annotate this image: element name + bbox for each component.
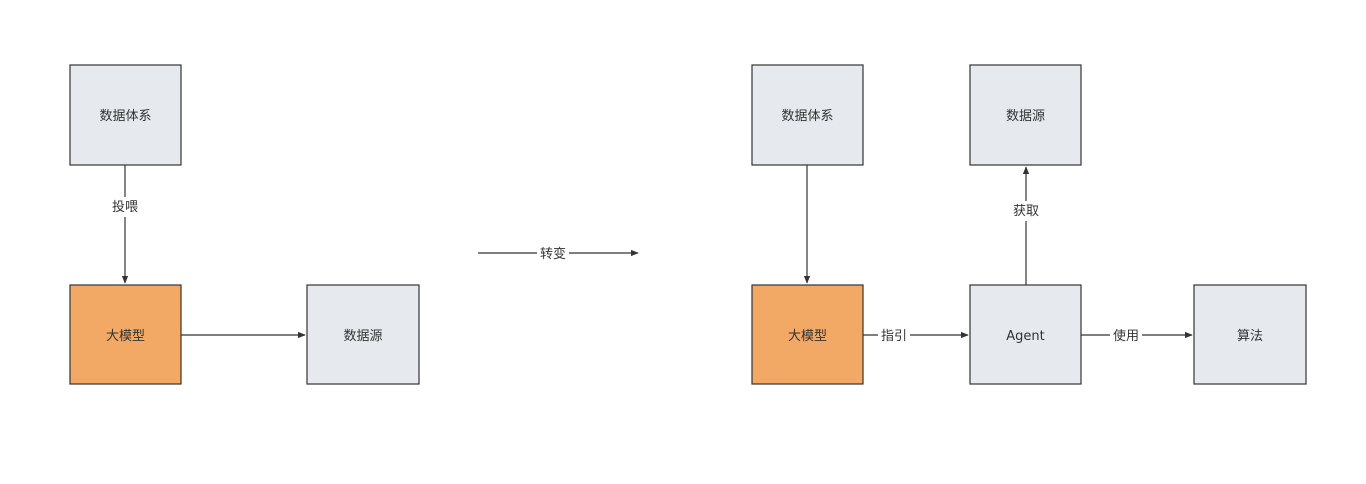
right-node-llm[interactable]: 大模型 <box>751 284 864 385</box>
right-node-data-system-label: 数据体系 <box>781 109 833 124</box>
left-node-data-source[interactable]: 数据源 <box>306 284 420 385</box>
right-node-algorithm-label: 算法 <box>1237 329 1263 344</box>
left-node-llm-label: 大模型 <box>106 329 145 344</box>
left-node-llm[interactable]: 大模型 <box>69 284 182 385</box>
left-node-data-system[interactable]: 数据体系 <box>69 64 182 166</box>
right-node-data-source-label: 数据源 <box>1006 109 1045 124</box>
transition-label: 转变 <box>540 246 566 262</box>
right-node-data-system[interactable]: 数据体系 <box>751 64 864 166</box>
right-node-algorithm[interactable]: 算法 <box>1193 284 1307 385</box>
right-diagram: 获取 指引 使用 数据体系 数据源 大模型 Agent 算法 <box>751 64 1307 385</box>
right-node-llm-label: 大模型 <box>788 329 827 344</box>
right-node-data-source[interactable]: 数据源 <box>969 64 1082 166</box>
left-node-data-system-label: 数据体系 <box>99 109 151 124</box>
left-edge-label-feed: 投喂 <box>112 199 138 215</box>
right-node-agent[interactable]: Agent <box>969 284 1082 385</box>
transition: 转变 <box>478 244 639 263</box>
left-node-data-source-label: 数据源 <box>343 329 382 344</box>
right-node-agent-label: Agent <box>1006 329 1044 344</box>
right-edge-label-guide: 指引 <box>881 329 907 344</box>
right-edge-label-use: 使用 <box>1113 328 1139 344</box>
right-edge-label-fetch: 获取 <box>1013 204 1039 219</box>
left-diagram: 投喂 数据体系 大模型 数据源 <box>69 64 420 385</box>
